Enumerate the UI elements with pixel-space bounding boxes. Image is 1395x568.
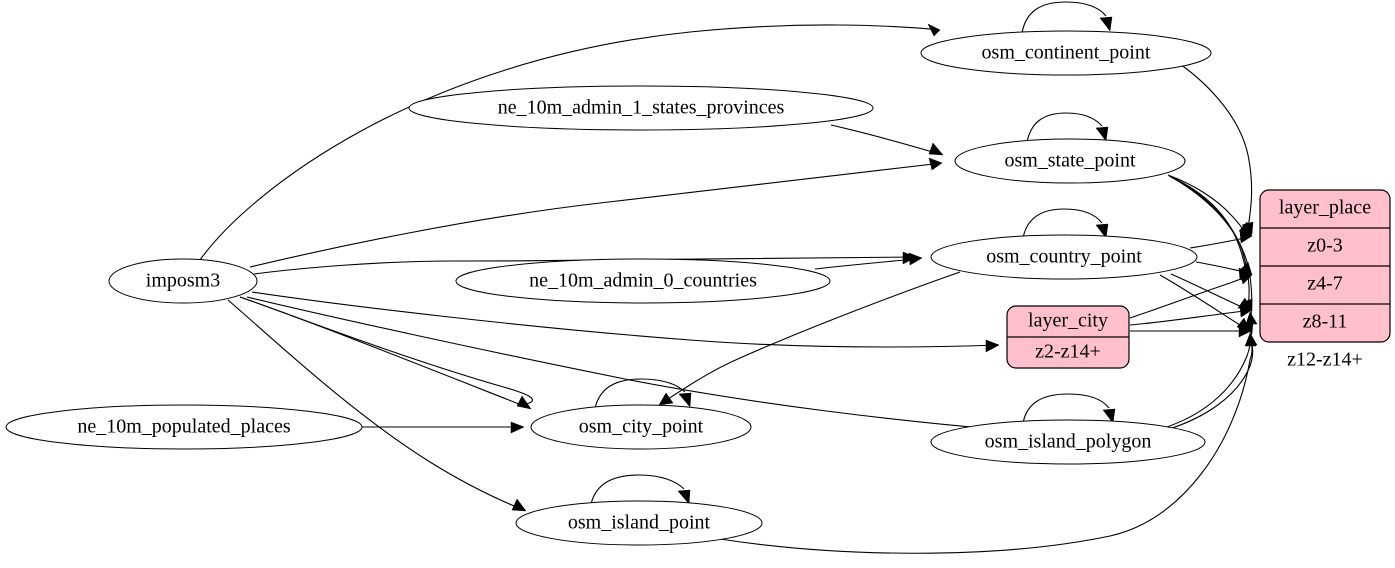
record-row-layer_place-z4-7[interactable]: z4-7 [1307, 273, 1343, 295]
node-label-ne_10m_admin_0_countries: ne_10m_admin_0_countries [529, 270, 757, 292]
node-layer: imposm3 ne_10m_admin_1_states_provinces … [5, 30, 1212, 546]
edge-ne_10m_populated_places-to-osm_city_point [362, 421, 525, 434]
record-header-layer_city: layer_city [1028, 310, 1108, 332]
node-ne_10m_admin_1_states_provinces[interactable]: ne_10m_admin_1_states_provinces [408, 85, 874, 131]
record-row-layer_city-z2-z14plus[interactable]: z2-z14+ [1035, 341, 1101, 363]
edge-imposm3-to-layer_city [251, 291, 1000, 353]
record-header-layer_place: layer_place [1279, 197, 1371, 219]
edge-layer_city-to-layer_place-z12-z14 [1130, 325, 1252, 338]
edge-imposm3-to-osm_state_point [249, 157, 943, 268]
self-loop-osm_country_point [1022, 208, 1109, 239]
edge-imposm3-to-osm_continent_point [199, 23, 941, 261]
node-label-osm_state_point: osm_state_point [1004, 150, 1136, 172]
node-label-osm_island_point: osm_island_point [568, 512, 711, 534]
self-loop-osm_island_point [590, 474, 691, 505]
self-loop-osm_island_polygon [1022, 393, 1116, 424]
node-osm_island_polygon[interactable]: osm_island_polygon [930, 419, 1206, 465]
self-loop-osm_state_point [1026, 112, 1109, 143]
edge-layer_city-to-layer_place-z8-11 [1129, 304, 1253, 326]
node-label-osm_city_point: osm_city_point [579, 416, 704, 438]
node-label-osm_country_point: osm_country_point [986, 246, 1142, 268]
edge-layer [199, 23, 1258, 554]
edge-ne_10m_admin_1_states_provinces-to-osm_state_point [830, 124, 944, 156]
node-ne_10m_populated_places[interactable]: ne_10m_populated_places [5, 404, 363, 450]
node-ne_10m_admin_0_countries[interactable]: ne_10m_admin_0_countries [455, 258, 831, 304]
node-imposm3[interactable]: imposm3 [108, 258, 258, 304]
edge-imposm3-to-osm_island_point [227, 299, 527, 512]
self-loop-osm_continent_point [1021, 1, 1113, 34]
record-row-layer_place-z0-3[interactable]: z0-3 [1307, 235, 1343, 257]
node-label-ne_10m_admin_1_states_provinces: ne_10m_admin_1_states_provinces [498, 97, 785, 119]
record-node-layer_place[interactable]: layer_place z0-3 z4-7 z8-11 z12-z14+ [1259, 189, 1391, 371]
node-osm_country_point[interactable]: osm_country_point [930, 234, 1198, 280]
record-node-layer: layer_place z0-3 z4-7 z8-11 z12-z14+ lay… [1006, 189, 1391, 371]
node-osm_city_point[interactable]: osm_city_point [530, 404, 752, 450]
edge-layer_city-to-layer_place-z4-7 [1129, 272, 1253, 319]
self-loop-osm_city_point [594, 378, 692, 409]
edge-imposm3-to-osm_city_point [239, 296, 533, 410]
edge-osm_country_point-to-layer_place-z0-3 [1189, 230, 1253, 249]
edge-ne_10m_admin_0_countries-to-osm_country_point [814, 252, 923, 270]
node-osm_continent_point[interactable]: osm_continent_point [920, 30, 1212, 76]
node-osm_island_point[interactable]: osm_island_point [515, 500, 763, 546]
edge-osm_island_polygon-to-layer_place-z12-z14 [1165, 333, 1257, 431]
record-node-layer_city[interactable]: layer_city z2-z14+ [1006, 305, 1130, 369]
record-row-layer_place-z12-z14plus[interactable]: z12-z14+ [1287, 349, 1363, 371]
self-loop-layer [590, 1, 1116, 505]
node-label-osm_island_polygon: osm_island_polygon [985, 431, 1152, 453]
edge-osm_country_point-to-osm_city_point [658, 271, 961, 406]
record-row-layer_place-z8-11[interactable]: z8-11 [1303, 311, 1348, 333]
node-label-ne_10m_populated_places: ne_10m_populated_places [77, 416, 290, 438]
edge-osm_island_polygon-to-layer_place-z8-11 [1163, 311, 1258, 429]
node-label-imposm3: imposm3 [146, 270, 220, 292]
edge-osm_island_point-to-layer_place-z12-z14 [719, 332, 1258, 554]
node-osm_state_point[interactable]: osm_state_point [954, 138, 1186, 184]
node-label-osm_continent_point: osm_continent_point [982, 42, 1151, 64]
